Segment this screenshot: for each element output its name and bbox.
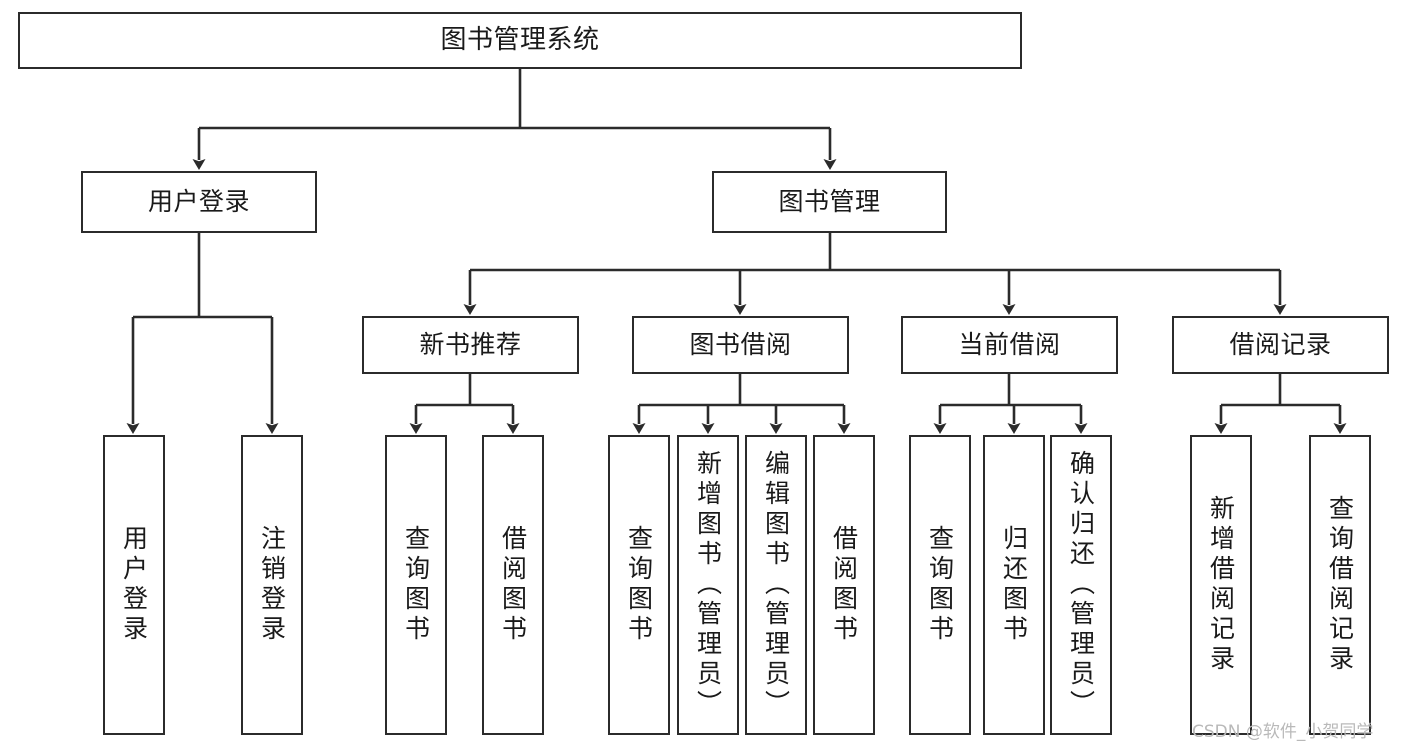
node-new-book-recommend[interactable]: 新书推荐 [362, 316, 579, 374]
node-leaf-confirm-return-admin-label: 确认归还（管理员） [1066, 450, 1096, 720]
node-leaf-return-book-label: 归还图书 [999, 525, 1029, 645]
node-leaf-add-borrow-record[interactable]: 新增借阅记录 [1190, 435, 1252, 735]
node-leaf-edit-book-admin[interactable]: 编辑图书（管理员） [745, 435, 807, 735]
node-leaf-borrow-book-new-label: 借阅图书 [498, 525, 528, 645]
node-book-management[interactable]: 图书管理 [712, 171, 947, 233]
node-leaf-borrow-book-borrow[interactable]: 借阅图书 [813, 435, 875, 735]
node-leaf-query-borrow-record-label: 查询借阅记录 [1325, 495, 1355, 675]
node-borrow-record[interactable]: 借阅记录 [1172, 316, 1389, 374]
node-current-borrow-label: 当前借阅 [958, 330, 1061, 360]
node-leaf-confirm-return-admin[interactable]: 确认归还（管理员） [1050, 435, 1112, 735]
node-leaf-add-book-admin-label: 新增图书（管理员） [693, 450, 723, 720]
node-book-borrow-label: 图书借阅 [689, 330, 792, 360]
node-user-login-label: 用户登录 [147, 187, 250, 217]
node-leaf-user-login-label: 用户登录 [119, 525, 149, 645]
node-leaf-query-book-borrow-label: 查询图书 [624, 525, 654, 645]
node-leaf-add-book-admin[interactable]: 新增图书（管理员） [677, 435, 739, 735]
node-current-borrow[interactable]: 当前借阅 [901, 316, 1118, 374]
node-root-label: 图书管理系统 [440, 25, 600, 56]
node-leaf-query-book-new-label: 查询图书 [401, 525, 431, 645]
node-leaf-borrow-book-new[interactable]: 借阅图书 [482, 435, 544, 735]
node-leaf-query-book-current-label: 查询图书 [925, 525, 955, 645]
node-leaf-add-borrow-record-label: 新增借阅记录 [1206, 495, 1236, 675]
node-borrow-record-label: 借阅记录 [1229, 330, 1332, 360]
node-leaf-query-borrow-record[interactable]: 查询借阅记录 [1309, 435, 1371, 735]
node-leaf-edit-book-admin-label: 编辑图书（管理员） [761, 450, 791, 720]
node-leaf-query-book-new[interactable]: 查询图书 [385, 435, 447, 735]
node-book-borrow[interactable]: 图书借阅 [632, 316, 849, 374]
csdn-watermark: CSDN @软件_小贺同学 [1192, 722, 1374, 742]
node-leaf-user-login[interactable]: 用户登录 [103, 435, 165, 735]
node-leaf-return-book[interactable]: 归还图书 [983, 435, 1045, 735]
node-user-login[interactable]: 用户登录 [81, 171, 317, 233]
node-leaf-logout-login[interactable]: 注销登录 [241, 435, 303, 735]
node-root[interactable]: 图书管理系统 [18, 12, 1022, 69]
node-leaf-logout-login-label: 注销登录 [257, 525, 287, 645]
node-book-management-label: 图书管理 [778, 187, 881, 217]
node-leaf-query-book-current[interactable]: 查询图书 [909, 435, 971, 735]
node-leaf-query-book-borrow[interactable]: 查询图书 [608, 435, 670, 735]
node-leaf-borrow-book-borrow-label: 借阅图书 [829, 525, 859, 645]
node-new-book-recommend-label: 新书推荐 [419, 330, 522, 360]
